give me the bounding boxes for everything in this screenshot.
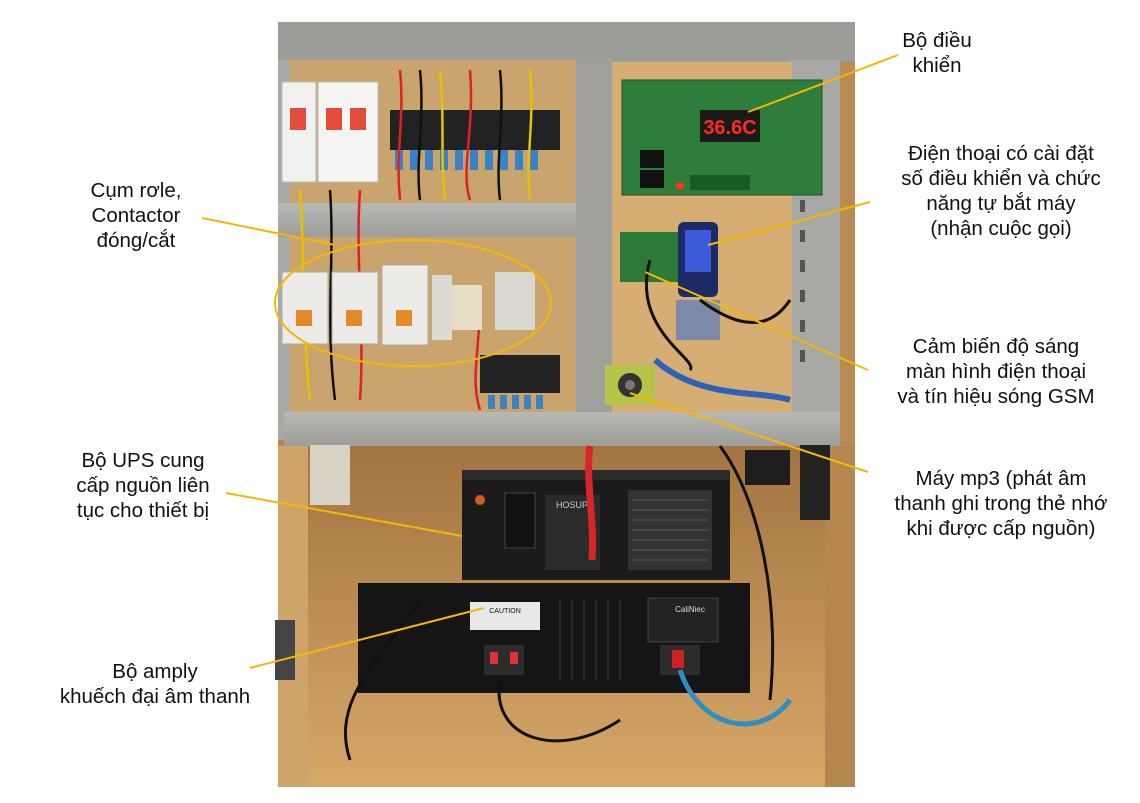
shelf <box>284 412 840 446</box>
terminal-strip <box>390 110 560 170</box>
label-ups: Bộ UPS cung cấp nguồn liên tục cho thiết… <box>76 449 210 522</box>
label-mp3: Máy mp3 (phát âm thanh ghi trong thẻ nhớ… <box>894 467 1108 540</box>
contactors <box>281 264 535 346</box>
panel-divider <box>576 58 612 420</box>
leader-phone <box>707 201 871 246</box>
leader-lines <box>201 54 899 669</box>
phone-module <box>620 222 720 340</box>
label-phone: Điện thoại có cài đặt số điều khiển và c… <box>901 142 1101 240</box>
label-sensor: Cảm biến độ sáng màn hình điện thoại và … <box>897 335 1095 408</box>
label-controller: Bộ điều khiển <box>902 29 972 77</box>
leader-controller <box>747 54 899 113</box>
leader-amp <box>249 607 485 669</box>
amplifier-unit: CAUTION CaliNiec <box>358 583 750 693</box>
circuit-breakers <box>281 81 379 183</box>
leader-ups <box>225 492 463 537</box>
leader-relay <box>201 217 336 246</box>
top-cover <box>278 22 855 62</box>
leader-mp3 <box>629 392 869 473</box>
leader-sensor <box>644 271 869 371</box>
controller-board: 36.6C <box>621 79 823 196</box>
amp-brand-text: CaliNiec <box>675 605 705 614</box>
ups-unit: HOSUP <box>462 445 730 580</box>
amp-caution-text: CAUTION <box>489 608 521 615</box>
ups-brand-text: HOSUP <box>556 500 588 510</box>
label-relay: Cụm rơle, Contactor đóng/cắt <box>90 179 182 252</box>
label-amp: Bộ amply khuếch đại âm thanh <box>59 660 251 708</box>
relay-highlight-ellipse <box>274 239 552 367</box>
led-display-readout: 36.6C <box>703 117 756 139</box>
